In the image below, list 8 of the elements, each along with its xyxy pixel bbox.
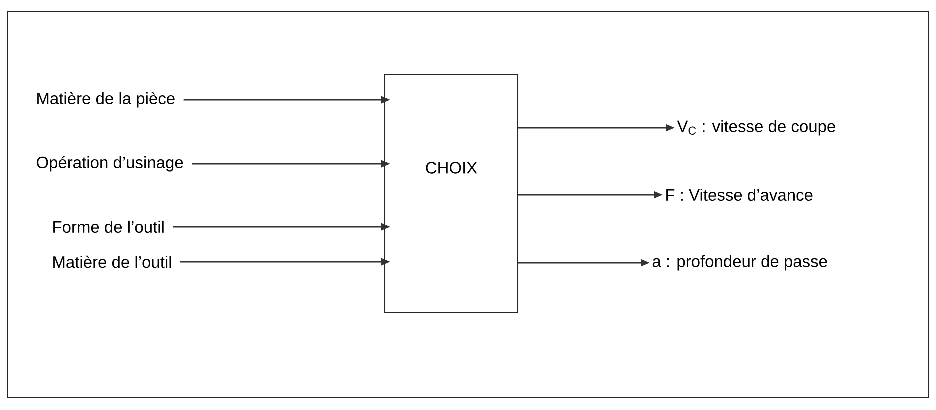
input-label: Opération d’usinage xyxy=(37,156,184,172)
output-label: F : Vitesse d’avance xyxy=(666,188,813,202)
input-label: Matière de la pièce xyxy=(38,92,175,108)
input-label: Forme de l’outil xyxy=(54,220,164,234)
process-box: CHOIX xyxy=(384,74,518,314)
output-label: V$_{C}$ : vitesse de coupe xyxy=(677,120,836,136)
input-label: Matière de l’outil xyxy=(54,256,172,268)
output-label: a : profondeur de passe xyxy=(652,255,828,271)
